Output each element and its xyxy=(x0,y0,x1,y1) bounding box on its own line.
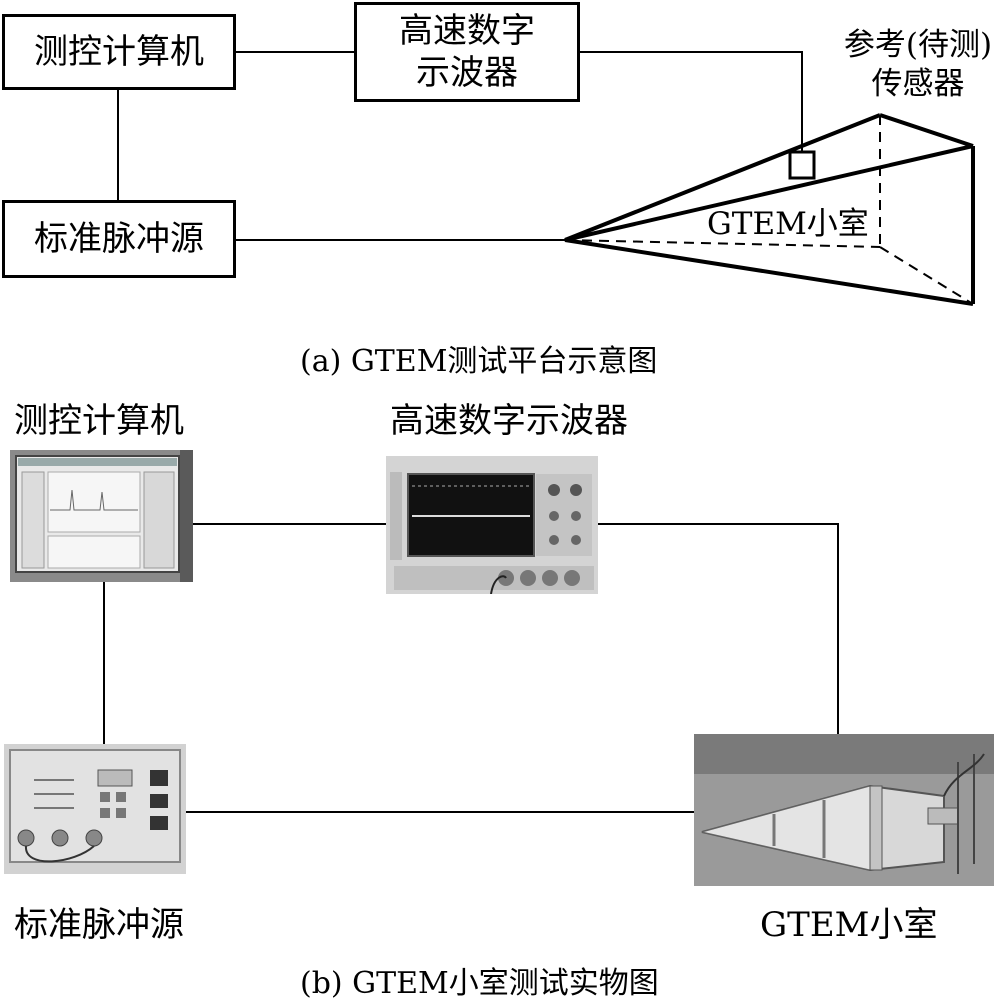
pulse-source-photo xyxy=(4,744,186,874)
photo-oscilloscope-label: 高速数字示波器 xyxy=(390,401,628,441)
photo-gtem-label: GTEM小室 xyxy=(760,905,938,945)
computer-box: 测控计算机 xyxy=(2,14,236,90)
caption-a: (a) GTEM测试平台示意图 xyxy=(300,344,658,379)
oscilloscope-label-line2: 示波器 xyxy=(416,53,518,93)
oscilloscope-photo xyxy=(386,456,598,594)
computer-screen-drawing xyxy=(15,450,193,582)
caption-b: (b) GTEM小室测试实物图 xyxy=(300,966,659,1001)
gtem-label: GTEM小室 xyxy=(707,206,869,242)
gtem-photo xyxy=(694,734,994,886)
computer-label: 测控计算机 xyxy=(34,31,204,72)
pulse-source-drawing xyxy=(4,744,186,874)
gtem-cell-drawing xyxy=(564,113,975,306)
gtem-cell-photo-drawing xyxy=(694,734,994,886)
photo-wire-oscilloscope-gtem xyxy=(598,523,839,734)
pulse-source-box: 标准脉冲源 xyxy=(2,200,236,278)
photo-computer-label: 测控计算机 xyxy=(14,401,184,441)
wire-oscilloscope-sensor xyxy=(580,51,803,152)
oscilloscope-box: 高速数字 示波器 xyxy=(354,2,580,102)
photo-pulse-source-label: 标准脉冲源 xyxy=(14,905,184,945)
computer-photo xyxy=(10,450,193,582)
oscilloscope-drawing xyxy=(386,456,598,594)
sensor-label-line1: 参考(待测) xyxy=(843,27,993,63)
oscilloscope-label-line1: 高速数字 xyxy=(399,10,535,51)
sensor-label-line2: 传感器 xyxy=(871,65,965,102)
pulse-source-label: 标准脉冲源 xyxy=(34,218,204,259)
sensor-square xyxy=(788,150,816,180)
sensor-label: 参考(待测) 传感器 xyxy=(838,26,998,104)
